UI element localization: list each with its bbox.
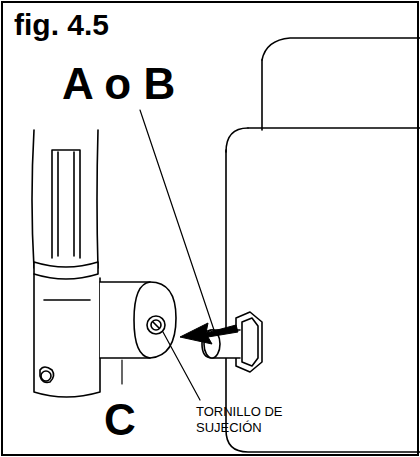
part-label: C: [104, 398, 136, 442]
figure-title: fig. 4.5: [14, 10, 109, 40]
part-label: A o B: [62, 62, 175, 106]
part-label: TORNILLO DE SUJECIÓN: [196, 404, 300, 437]
